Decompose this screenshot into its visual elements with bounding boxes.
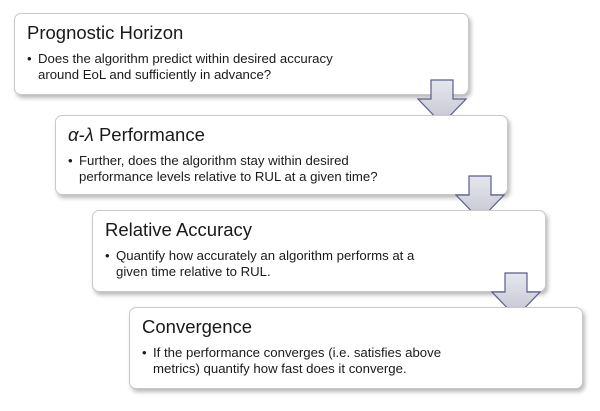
step-title: Convergence — [142, 316, 570, 338]
step-bullet: • If the performance converges (i.e. sat… — [142, 345, 570, 377]
step-card-prognostic-horizon: Prognostic Horizon • Does the algorithm … — [14, 13, 469, 95]
bullet-marker: • — [68, 153, 73, 168]
bullet-marker: • — [27, 51, 32, 66]
down-arrow-icon — [455, 175, 505, 221]
bullet-text: Quantify how accurately an algorithm per… — [116, 248, 415, 279]
bullet-text: Does the algorithm predict within desire… — [38, 51, 333, 82]
down-arrow-icon — [417, 79, 467, 125]
bullet-text: Further, does the algorithm stay within … — [79, 153, 378, 184]
step-bullet: • Quantify how accurately an algorithm p… — [105, 248, 533, 280]
step-title: Relative Accuracy — [105, 219, 533, 241]
step-card-convergence: Convergence • If the performance converg… — [129, 307, 583, 389]
step-title: α-λ Performance — [68, 124, 495, 146]
step-bullet: • Does the algorithm predict within desi… — [27, 51, 456, 83]
step-title-text: Performance — [93, 124, 205, 145]
bullet-marker: • — [105, 248, 110, 263]
step-title-text: Relative Accuracy — [105, 219, 253, 240]
step-title-text: Convergence — [142, 316, 253, 337]
step-card-relative-accuracy: Relative Accuracy • Quantify how accurat… — [92, 210, 546, 292]
step-title: Prognostic Horizon — [27, 22, 456, 44]
down-arrow-icon — [491, 272, 541, 318]
step-card-alpha-lambda-performance: α-λ Performance • Further, does the algo… — [55, 115, 508, 195]
step-bullet: • Further, does the algorithm stay withi… — [68, 153, 495, 185]
step-title-text: Prognostic Horizon — [27, 22, 184, 43]
bullet-marker: • — [142, 345, 147, 360]
bullet-text: If the performance converges (i.e. satis… — [153, 345, 442, 376]
step-title-prefix: α-λ — [68, 124, 94, 145]
